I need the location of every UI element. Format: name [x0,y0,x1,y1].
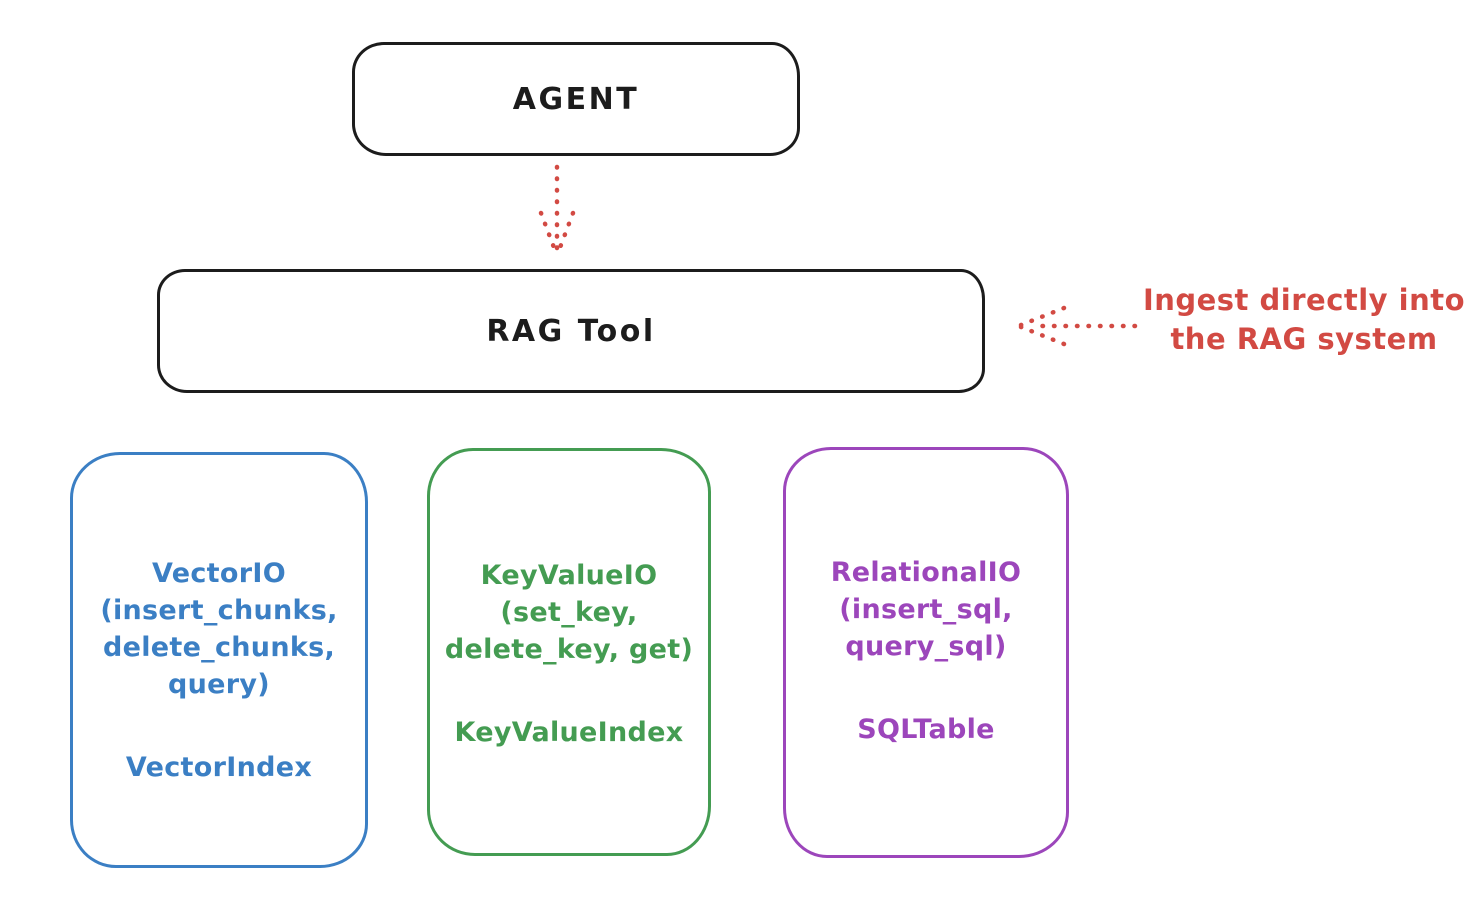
rag-tool-box: RAG Tool [157,269,985,393]
sql-table-label: SQLTable [857,714,995,745]
relational-io-box: RelationalIO (insert_sql, query_sql) SQL… [783,447,1069,858]
left-dotted-arrow-icon [1018,305,1138,347]
keyvalue-io-methods-line2: delete_key, get) [444,634,694,665]
keyvalue-io-content: KeyValueIO (set_key, delete_key, get) Ke… [430,451,708,751]
vector-index-label: VectorIndex [125,752,313,783]
keyvalue-io-methods-line1: (set_key, [500,597,638,628]
vector-io-methods-line3: query) [168,669,270,700]
keyvalue-io-title: KeyValueIO [480,560,658,591]
rag-tool-box-label: RAG Tool [486,313,656,349]
vector-io-title: VectorIO [152,558,286,589]
keyvalue-io-box: KeyValueIO (set_key, delete_key, get) Ke… [427,448,711,856]
relational-io-methods-line1: (insert_sql, [839,594,1013,625]
vector-io-methods-line2: delete_chunks, [102,632,336,663]
vector-io-methods-line1: (insert_chunks, [100,595,338,626]
relational-io-content: RelationalIO (insert_sql, query_sql) SQL… [786,450,1066,748]
agent-box-label: AGENT [512,81,640,117]
vector-io-box: VectorIO (insert_chunks, delete_chunks, … [70,452,368,868]
relational-io-methods-line2: query_sql) [845,631,1007,662]
ingest-annotation-line2: the RAG system [1170,322,1438,356]
relational-io-title: RelationalIO [830,557,1022,588]
vector-io-content: VectorIO (insert_chunks, delete_chunks, … [73,455,365,786]
agent-box: AGENT [352,42,800,156]
ingest-annotation-line1: Ingest directly into [1142,283,1466,317]
keyvalue-index-label: KeyValueIndex [454,717,684,748]
ingest-annotation: Ingest directly into the RAG system [1130,281,1478,359]
down-dotted-arrow-icon [538,164,576,256]
